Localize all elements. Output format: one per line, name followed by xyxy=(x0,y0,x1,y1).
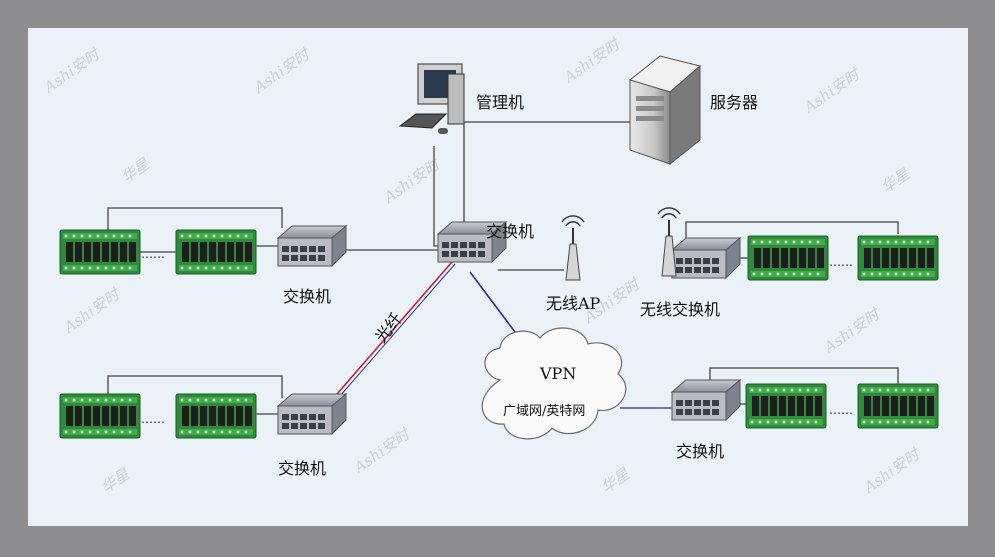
board-rb-2 xyxy=(857,383,939,429)
dots-rt: …… xyxy=(829,255,853,269)
server-icon xyxy=(628,55,702,166)
label-vpn: VPN xyxy=(540,364,577,383)
label-wireless-ap: 无线AP xyxy=(546,294,601,313)
board-rb-1 xyxy=(745,383,827,429)
label-switch-right-bottom: 交换机 xyxy=(676,442,725,461)
wireless-switch-antenna-icon xyxy=(657,207,681,277)
switch-right-bottom xyxy=(671,379,741,421)
label-switch-left-bottom: 交换机 xyxy=(278,459,327,478)
switch-wireless xyxy=(671,237,741,279)
board-bl-1 xyxy=(59,393,141,439)
management-pc-icon xyxy=(398,63,465,134)
board-tl-2 xyxy=(175,229,257,275)
dots-rb: …… xyxy=(829,403,853,417)
link-tl-top xyxy=(107,207,283,232)
link-rb-top xyxy=(709,367,899,386)
label-server: 服务器 xyxy=(710,93,759,112)
board-bl-2 xyxy=(175,393,257,439)
board-rt-1 xyxy=(747,235,829,281)
board-rt-2 xyxy=(857,235,939,281)
fiber-link xyxy=(329,261,453,403)
network-links xyxy=(107,121,899,415)
label-mgmt-pc: 管理机 xyxy=(476,93,525,112)
label-switch-left-top: 交换机 xyxy=(283,287,332,306)
link-bl-top xyxy=(107,375,283,398)
label-wireless-switch: 无线交换机 xyxy=(640,300,721,319)
switch-left-bottom xyxy=(277,393,347,435)
label-core-switch: 交换机 xyxy=(486,222,535,241)
board-tl-1 xyxy=(59,229,141,275)
dots-tl: …… xyxy=(141,247,165,261)
fiber-link-shadow xyxy=(332,263,456,405)
wan-cloud-icon xyxy=(481,327,627,440)
wireless-ap-icon xyxy=(561,215,585,281)
dots-bl: …… xyxy=(141,412,165,426)
label-wan: 广域网/英特网 xyxy=(503,404,586,419)
link-rt-top xyxy=(685,221,899,240)
switch-left-top xyxy=(277,225,347,267)
